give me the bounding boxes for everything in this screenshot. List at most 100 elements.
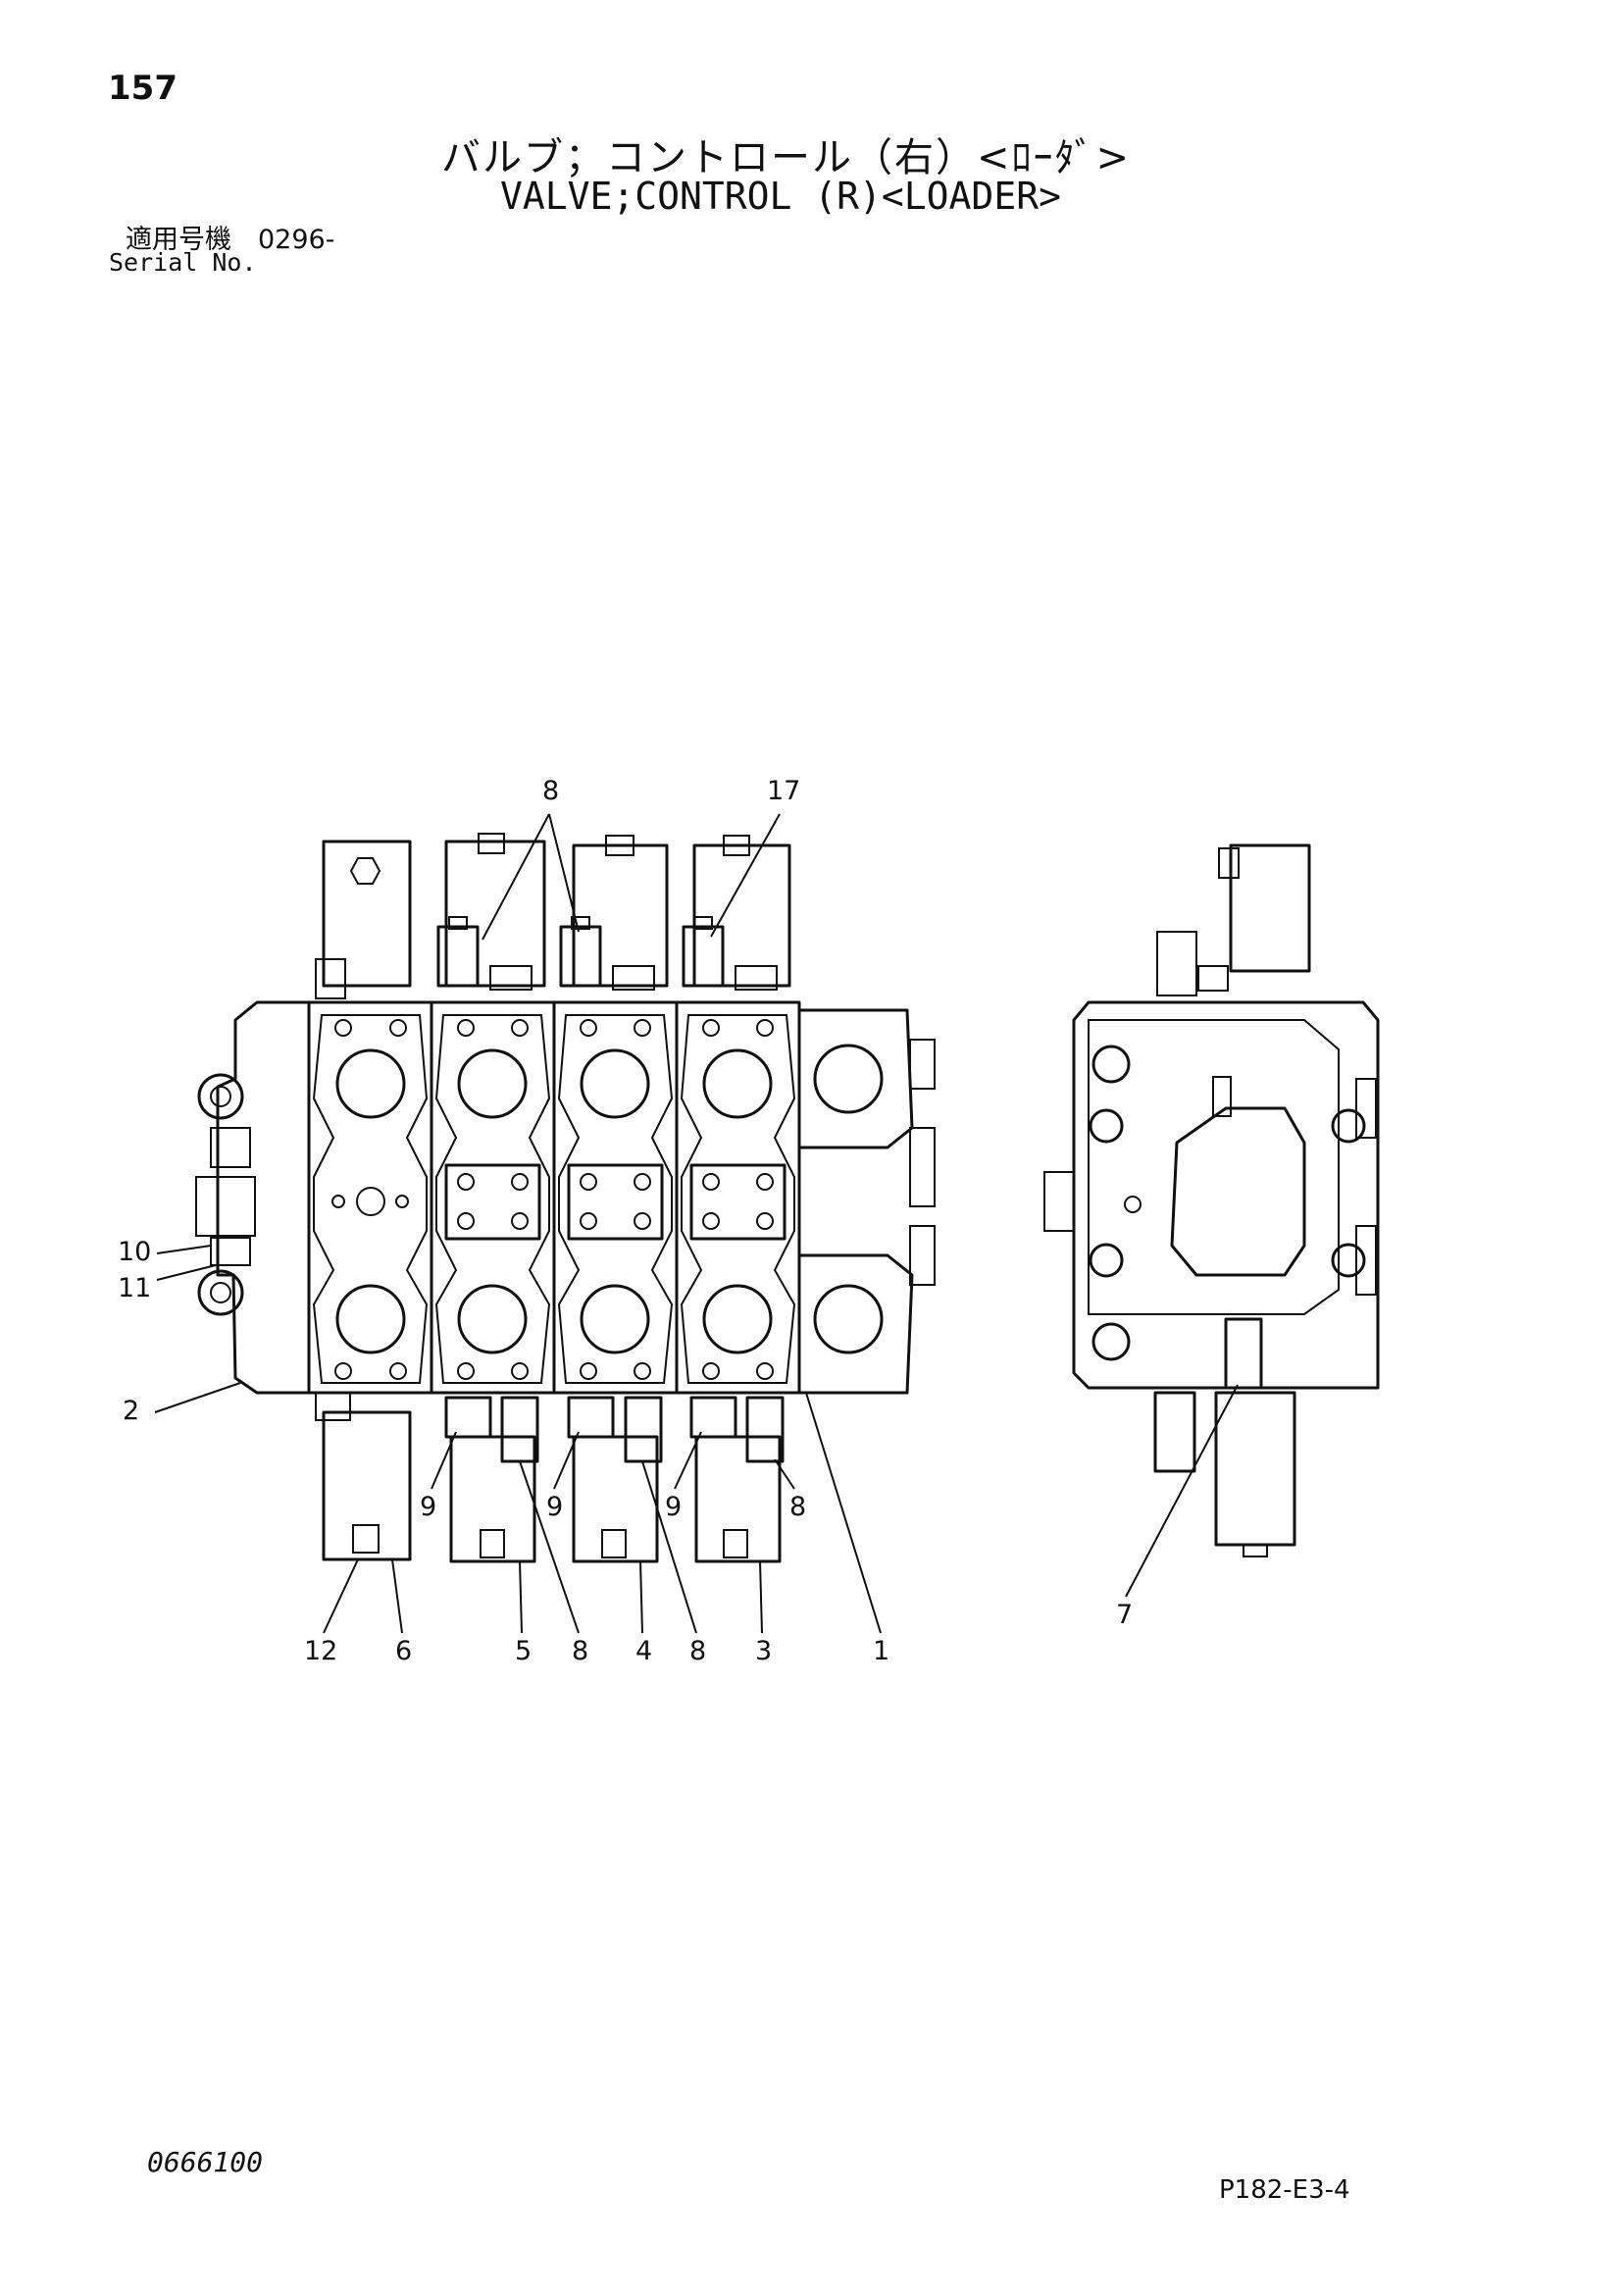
side-left-fitting xyxy=(1043,1171,1075,1232)
side-hole xyxy=(1091,1045,1131,1084)
bottom-solenoid-1 xyxy=(322,1410,412,1561)
bottom-cap-1 xyxy=(352,1524,380,1554)
section-4 xyxy=(680,1014,796,1384)
leader-lines xyxy=(154,813,1239,1634)
bottom-block xyxy=(315,1392,351,1421)
callout-7: 7 xyxy=(1116,1600,1133,1630)
top-fitting-8b-cap xyxy=(571,916,590,930)
bottom-solenoid-2 xyxy=(449,1435,536,1563)
left-port-lower xyxy=(210,1237,251,1266)
callout-6: 6 xyxy=(395,1636,412,1666)
top-solenoid-3 xyxy=(572,843,669,988)
callout-12: 12 xyxy=(304,1636,337,1666)
section-1-center xyxy=(356,1187,385,1216)
lug-upper xyxy=(197,1073,244,1120)
callout-2: 2 xyxy=(123,1396,139,1426)
top-solenoid-2 xyxy=(444,840,546,988)
lug-lower-hole xyxy=(210,1282,231,1303)
side-bottom-fitting xyxy=(1224,1317,1263,1390)
serial-label-english: Serial No. xyxy=(109,248,257,277)
callout-9-c: 9 xyxy=(665,1492,682,1522)
end-fitting xyxy=(909,1127,936,1207)
side-body-inner xyxy=(1088,1019,1340,1315)
left-port-upper xyxy=(210,1127,251,1168)
section-1-port-a xyxy=(335,1048,406,1119)
callouts: 8 17 10 11 2 9 9 9 8 12 6 5 8 4 8 3 1 7 xyxy=(118,776,1133,1666)
top-nut-1 xyxy=(349,857,381,885)
top-nut-c xyxy=(735,965,778,991)
top-fitting-17-cap xyxy=(693,916,713,930)
side-bolt xyxy=(1089,1108,1124,1144)
side-bottom-fitting-2 xyxy=(1153,1391,1196,1473)
end-fitting xyxy=(909,1225,936,1286)
side-small-hole xyxy=(1124,1196,1142,1213)
page-number: 157 xyxy=(108,69,178,108)
end-cover-port-upper xyxy=(813,1044,884,1114)
top-fitting-8a xyxy=(436,925,480,988)
callout-17: 17 xyxy=(767,776,800,806)
top-nut-a xyxy=(489,965,533,991)
side-bolt xyxy=(1331,1243,1366,1278)
section-2 xyxy=(434,1014,551,1384)
left-port-mid xyxy=(195,1176,256,1237)
side-center-cutout xyxy=(1170,1106,1306,1277)
bottom-fitting-9b xyxy=(567,1396,615,1439)
bottom-fitting-9a xyxy=(444,1396,492,1439)
callout-9-b: 9 xyxy=(546,1492,563,1522)
top-fitting-17 xyxy=(682,925,725,988)
top-nut-b xyxy=(612,965,655,991)
callout-3: 3 xyxy=(755,1636,772,1666)
side-view xyxy=(1043,843,1380,1557)
top-cap-4 xyxy=(723,835,750,856)
bolt xyxy=(389,1362,407,1380)
bottom-cap-2 xyxy=(480,1529,505,1558)
bottom-cap-4 xyxy=(723,1529,748,1558)
section-1-port-b xyxy=(335,1284,406,1354)
bolt xyxy=(334,1019,352,1037)
callout-8-bottom-b: 8 xyxy=(689,1636,706,1666)
side-solenoid-top xyxy=(1229,843,1311,973)
side-bottom-cap xyxy=(1243,1544,1268,1557)
document-code: 0666100 xyxy=(147,2146,264,2178)
callout-4: 4 xyxy=(635,1636,652,1666)
callout-10: 10 xyxy=(118,1237,151,1267)
side-bolt xyxy=(1331,1108,1366,1144)
bottom-fitting-9c xyxy=(689,1396,737,1439)
top-fitting-8a-cap xyxy=(448,916,468,930)
figure-code: P182-E3-4 xyxy=(1219,2175,1350,2205)
callout-8-bottom-a: 8 xyxy=(572,1636,588,1666)
callout-8-right: 8 xyxy=(789,1492,806,1522)
bolt xyxy=(331,1195,345,1208)
page-title-english: VALVE;CONTROL (R)<LOADER> xyxy=(500,175,1061,218)
end-fitting xyxy=(909,1039,936,1090)
bottom-cap-3 xyxy=(601,1529,627,1558)
callout-1: 1 xyxy=(873,1636,889,1666)
side-bolt xyxy=(1089,1243,1124,1278)
section-3 xyxy=(557,1014,674,1384)
bolt xyxy=(395,1195,409,1208)
callout-8-top: 8 xyxy=(542,776,559,806)
bolt xyxy=(334,1362,352,1380)
callout-5: 5 xyxy=(515,1636,532,1666)
lug-lower xyxy=(197,1269,244,1316)
side-hole xyxy=(1091,1322,1131,1361)
section-1-face xyxy=(312,1014,429,1384)
bottom-fitting-8c xyxy=(745,1396,785,1463)
callout-11: 11 xyxy=(118,1273,151,1303)
lug-upper-hole xyxy=(210,1086,231,1107)
side-top-cap xyxy=(1218,847,1240,879)
bottom-solenoid-4 xyxy=(694,1435,782,1563)
side-right-fitting xyxy=(1355,1078,1377,1139)
side-right-fitting xyxy=(1355,1225,1377,1296)
end-cover-upper xyxy=(797,1008,914,1149)
top-solenoid-4 xyxy=(692,843,791,988)
top-fitting-left xyxy=(315,958,346,999)
side-label-plate xyxy=(1212,1076,1232,1117)
top-cap-2 xyxy=(478,833,505,854)
end-cover-lower xyxy=(797,1253,914,1395)
side-top-nut xyxy=(1197,965,1229,992)
side-top-fitting xyxy=(1156,931,1197,996)
end-cover-port-lower xyxy=(813,1284,884,1354)
page-title-japanese: バルブ；コントロール（右）<ﾛｰﾀﾞ> xyxy=(441,135,1132,180)
